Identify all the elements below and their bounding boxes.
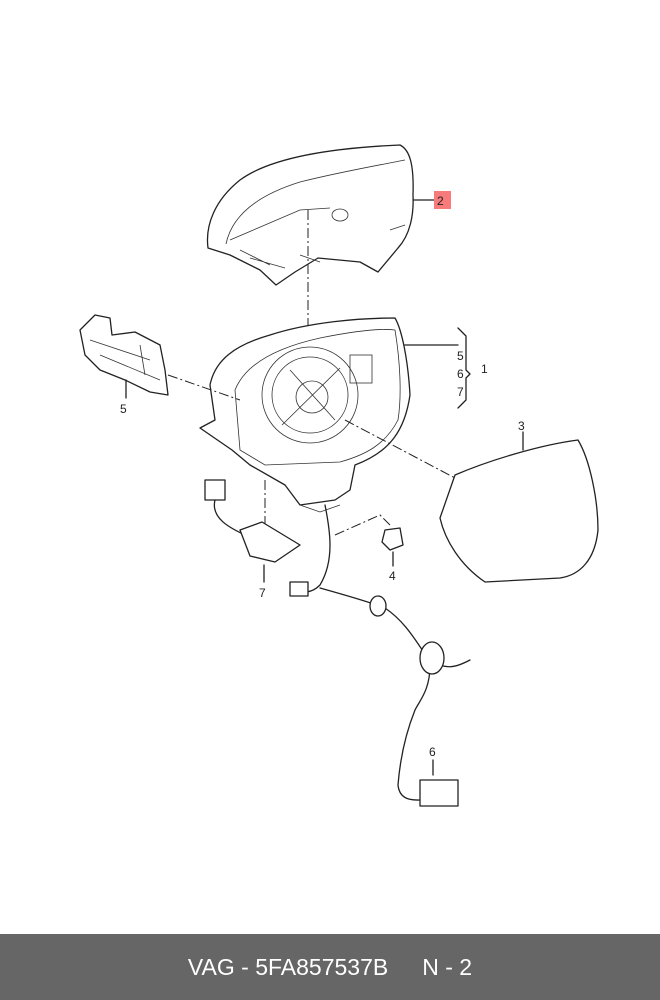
bracket-label-7[interactable]: 7 [457, 385, 464, 399]
callout-1[interactable]: 1 [481, 362, 488, 376]
callout-7[interactable]: 7 [259, 586, 266, 600]
bracket-label-6[interactable]: 6 [457, 367, 464, 381]
callout-4[interactable]: 4 [389, 569, 396, 583]
mirror-parts-diagram: 2 5 6 7 1 5 3 7 4 [79, 144, 599, 807]
bracket-label-5[interactable]: 5 [457, 349, 464, 363]
callout-6[interactable]: 6 [429, 745, 436, 759]
clip-part-4[interactable] [381, 527, 404, 551]
part-number: VAG - 5FA857537B [187, 953, 389, 980]
puddle-lamp-part-7[interactable] [204, 479, 301, 563]
callout-2[interactable]: 2 [437, 194, 444, 208]
mirror-housing-part-1[interactable] [199, 317, 411, 513]
diagram-position: N - 2 [422, 953, 473, 980]
mirror-glass-part-3[interactable] [439, 439, 599, 583]
callout-5[interactable]: 5 [120, 402, 127, 416]
callout-3[interactable]: 3 [518, 419, 525, 433]
adjustment-unit-part-5[interactable] [79, 314, 169, 396]
callout-highlight [434, 191, 451, 209]
mirror-cap-part-2[interactable] [206, 144, 414, 286]
footer-bar: VAG - 5FA857537B N - 2 [0, 934, 660, 1000]
wiring-harness-part-6[interactable] [289, 504, 471, 807]
